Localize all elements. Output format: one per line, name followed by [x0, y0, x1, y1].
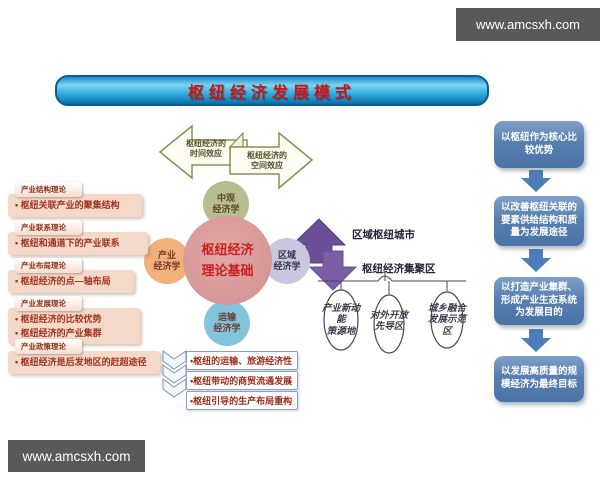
- down-arrow-icon: [308, 250, 358, 291]
- label-hub-economy-cluster: 枢纽经济集聚区: [362, 263, 436, 275]
- theory-box-policy: 产业政策理论 • 枢纽经济是后发地区的赶超途径: [8, 336, 160, 374]
- flow-step-box-3: 以打造产业集群、形成产业生态系统为发展目的: [494, 277, 584, 325]
- theory-box-layout: 产业布局理论 • 枢纽经济的点—轴布局: [8, 255, 134, 293]
- flow-step-box-4: 以发展高质量的规模经济为最终目标: [494, 356, 584, 402]
- circle-industrial-economics: 产业 经济学: [144, 238, 190, 284]
- zone-label-opening: 对外开放 先导区: [369, 310, 408, 333]
- flow-arrow-icon-3: [521, 329, 551, 352]
- flow-arrow-icon-2: [521, 249, 551, 272]
- hub-function-item: •枢纽引导的生产布局重构: [186, 391, 298, 410]
- hub-function-box: •枢纽的运输、旅游经济性 •枢纽带动的商贸流通发展 •枢纽引导的生产布局重构: [186, 351, 298, 411]
- theory-box-header: 产业政策理论: [15, 339, 82, 354]
- theory-bullet: • 枢纽关联产业的聚集结构: [15, 200, 120, 210]
- theory-box-header: 产业发展理论: [15, 296, 82, 311]
- theory-bullet: • 枢纽经济的产业集群: [15, 327, 102, 338]
- zone-ellipse-opening: [373, 294, 405, 354]
- theory-bullet: • 枢纽和通道下的产业联系: [15, 238, 120, 248]
- theory-box-header: 产业布局理论: [15, 258, 82, 273]
- theory-bullet: • 枢纽经济是后发地区的赶超途径: [15, 357, 147, 367]
- theory-box-linkage: 产业联系理论 • 枢纽和通道下的产业联系: [8, 217, 148, 255]
- zones-bracket-connector: [318, 272, 466, 294]
- theory-box-header: 产业结构理论: [15, 182, 82, 197]
- time-effect-label: 枢纽经济的 时间效应: [186, 139, 226, 159]
- circle-transport-economics: 运输 经济学: [204, 300, 250, 346]
- zone-ellipse-urban-rural: [430, 291, 464, 349]
- zone-label-industry: 产业新动 能 策源地: [321, 303, 360, 337]
- flow-arrow-icon-1: [521, 170, 551, 192]
- theory-box-development: 产业发展理论 • 枢纽经济的比较优势 • 枢纽经济的产业集群: [8, 293, 140, 344]
- hub-function-item: •枢纽带动的商贸流通发展: [186, 371, 298, 390]
- space-effect-label: 枢纽经济的 空间效应: [247, 151, 287, 171]
- theory-box-header: 产业联系理论: [15, 220, 82, 235]
- flow-step-box-2: 以改善枢纽关联的要素供给结构和质量为发展途径: [494, 196, 584, 246]
- label-regional-hub-city: 区域枢纽城市: [352, 229, 415, 241]
- watermark-bottom-left: www.amcsxh.com: [8, 440, 145, 472]
- watermark-top-right: www.amcsxh.com: [456, 8, 600, 41]
- page-title: 枢纽经济发展模式: [187, 84, 356, 102]
- zone-ellipse-industry: [323, 289, 359, 351]
- flow-step-box-1: 以枢纽作为核心比较优势: [494, 121, 584, 168]
- space-effect-arrow-icon: [229, 131, 314, 190]
- core-theory-circle: 枢纽经济 理论基础: [183, 216, 272, 305]
- theory-box-structure: 产业结构理论 • 枢纽关联产业的聚集结构: [8, 179, 142, 217]
- theory-bullet: • 枢纽经济的点—轴布局: [15, 276, 111, 286]
- theory-bullet: • 枢纽经济的比较优势: [15, 314, 102, 324]
- hub-function-item: •枢纽的运输、旅游经济性: [186, 351, 298, 370]
- title-banner: 枢纽经济发展模式: [55, 75, 489, 106]
- chevron-icon-1: [162, 350, 187, 370]
- zone-label-urban-rural: 城乡融合 发展示范 区: [427, 303, 466, 337]
